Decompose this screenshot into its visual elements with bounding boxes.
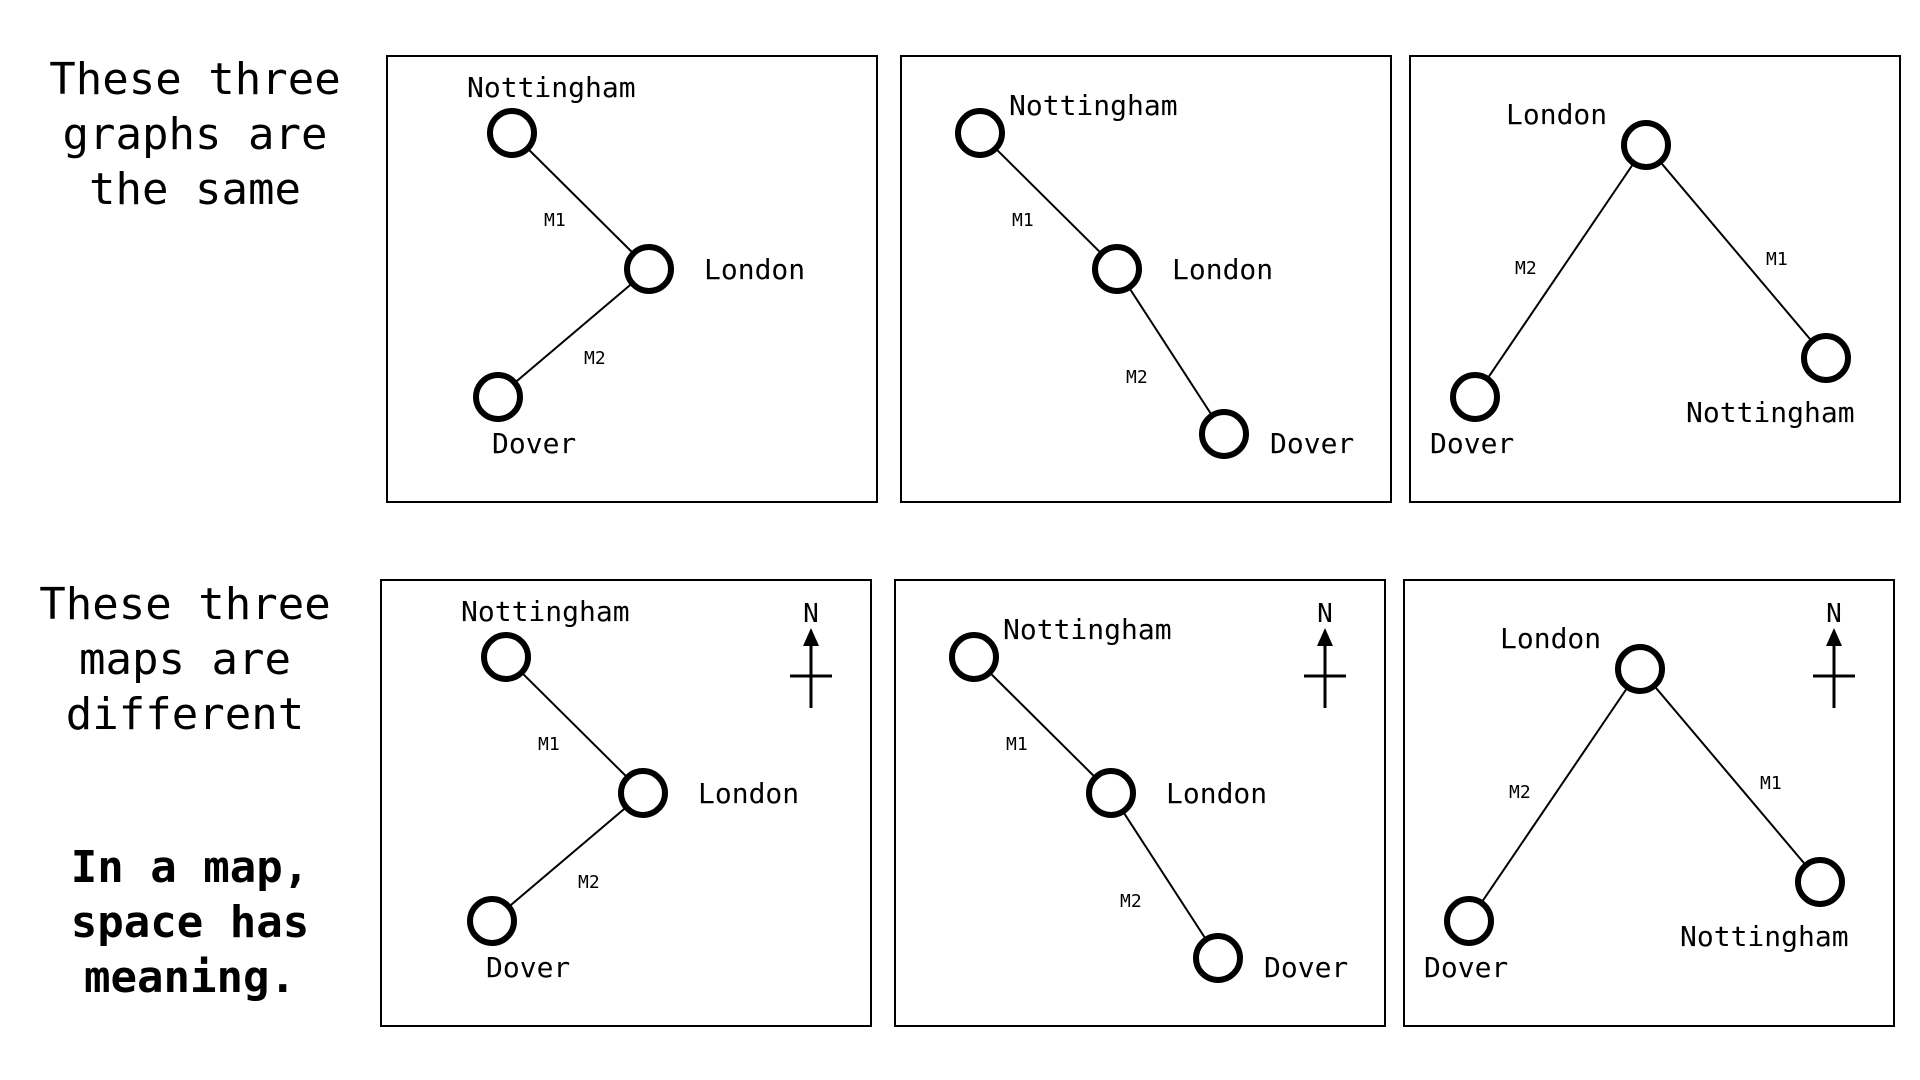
north-label: N — [1317, 599, 1333, 629]
city-label-london: London — [1500, 622, 1601, 655]
maps-caption-line-1: These three — [39, 579, 331, 630]
edge-m2 — [497, 268, 650, 398]
north-label: N — [1826, 599, 1842, 629]
road-label-m2: M2 — [1120, 891, 1142, 912]
node-nottingham — [481, 632, 531, 682]
edge-m1 — [979, 132, 1118, 270]
graphs-caption-line-1: These three — [49, 54, 341, 105]
city-label-nottingham: Nottingham — [1009, 89, 1178, 122]
road-label-m1: M1 — [1006, 734, 1028, 755]
road-label-m2: M2 — [1509, 782, 1531, 803]
panel-frame — [380, 579, 872, 1027]
edge-m2 — [1116, 268, 1225, 435]
panel-frame — [386, 55, 878, 503]
city-label-dover: Dover — [1424, 951, 1508, 984]
node-nottingham — [955, 108, 1005, 158]
road-label-m2: M2 — [1126, 367, 1148, 388]
node-dover — [467, 896, 517, 946]
node-nottingham — [949, 632, 999, 682]
node-dover — [1199, 409, 1249, 459]
edge-m2 — [491, 792, 644, 922]
north-arrow-head — [803, 628, 819, 646]
node-nottingham — [487, 108, 537, 158]
panel-frame — [1403, 579, 1895, 1027]
node-london — [1092, 244, 1142, 294]
city-label-nottingham: Nottingham — [467, 71, 636, 104]
city-label-dover: Dover — [1430, 427, 1514, 460]
moral-caption-line-2: space has — [70, 897, 310, 948]
north-arrow-icon — [1304, 628, 1346, 708]
road-label-m1: M1 — [1760, 773, 1782, 794]
city-label-dover: Dover — [492, 427, 576, 460]
city-label-nottingham: Nottingham — [461, 595, 630, 628]
edge-m1 — [1645, 144, 1827, 359]
moral-caption-line-3: meaning. — [84, 952, 296, 1003]
graphs-caption-line-2: graphs are — [62, 109, 328, 160]
city-label-london: London — [1166, 777, 1267, 810]
edge-m2 — [1468, 668, 1641, 922]
moral-caption-line-1: In a map, — [70, 842, 310, 893]
moral-caption: In a map, space has meaning. — [15, 840, 365, 1005]
road-label-m1: M1 — [538, 734, 560, 755]
node-dover — [1450, 372, 1500, 422]
city-label-nottingham: Nottingham — [1680, 920, 1849, 953]
city-label-nottingham: Nottingham — [1003, 613, 1172, 646]
city-label-london: London — [1172, 253, 1273, 286]
city-label-dover: Dover — [1270, 427, 1354, 460]
node-london — [1615, 644, 1665, 694]
node-dover — [1444, 896, 1494, 946]
city-label-london: London — [1506, 98, 1607, 131]
north-arrow-icon — [1813, 628, 1855, 708]
panel-frame — [900, 55, 1392, 503]
node-nottingham — [1801, 333, 1851, 383]
edge-m1 — [1639, 668, 1821, 883]
edge-m2 — [1474, 144, 1647, 398]
north-label: N — [803, 599, 819, 629]
maps-caption-line-2: maps are — [79, 634, 291, 685]
city-label-london: London — [698, 777, 799, 810]
north-arrow-head — [1826, 628, 1842, 646]
edge-m1 — [973, 656, 1112, 794]
city-label-london: London — [704, 253, 805, 286]
edge-m1 — [511, 132, 650, 270]
road-label-m1: M1 — [544, 210, 566, 231]
panel-frame — [1409, 55, 1901, 503]
road-label-m2: M2 — [1515, 258, 1537, 279]
node-london — [1086, 768, 1136, 818]
north-arrow-head — [1317, 628, 1333, 646]
north-arrow-icon — [790, 628, 832, 708]
maps-caption: These three maps are different — [10, 577, 360, 742]
node-nottingham — [1795, 857, 1845, 907]
graphs-caption: These three graphs are the same — [20, 52, 370, 217]
panel-frame — [894, 579, 1386, 1027]
city-label-nottingham: Nottingham — [1686, 396, 1855, 429]
road-label-m1: M1 — [1766, 249, 1788, 270]
edge-m2 — [1110, 792, 1219, 959]
node-dover — [473, 372, 523, 422]
road-label-m1: M1 — [1012, 210, 1034, 231]
city-label-dover: Dover — [1264, 951, 1348, 984]
road-label-m2: M2 — [584, 348, 606, 369]
road-label-m2: M2 — [578, 872, 600, 893]
city-label-dover: Dover — [486, 951, 570, 984]
node-dover — [1193, 933, 1243, 983]
node-london — [618, 768, 668, 818]
graphs-caption-line-3: the same — [89, 164, 301, 215]
node-london — [624, 244, 674, 294]
edge-m1 — [505, 656, 644, 794]
maps-caption-line-3: different — [65, 689, 305, 740]
node-london — [1621, 120, 1671, 170]
